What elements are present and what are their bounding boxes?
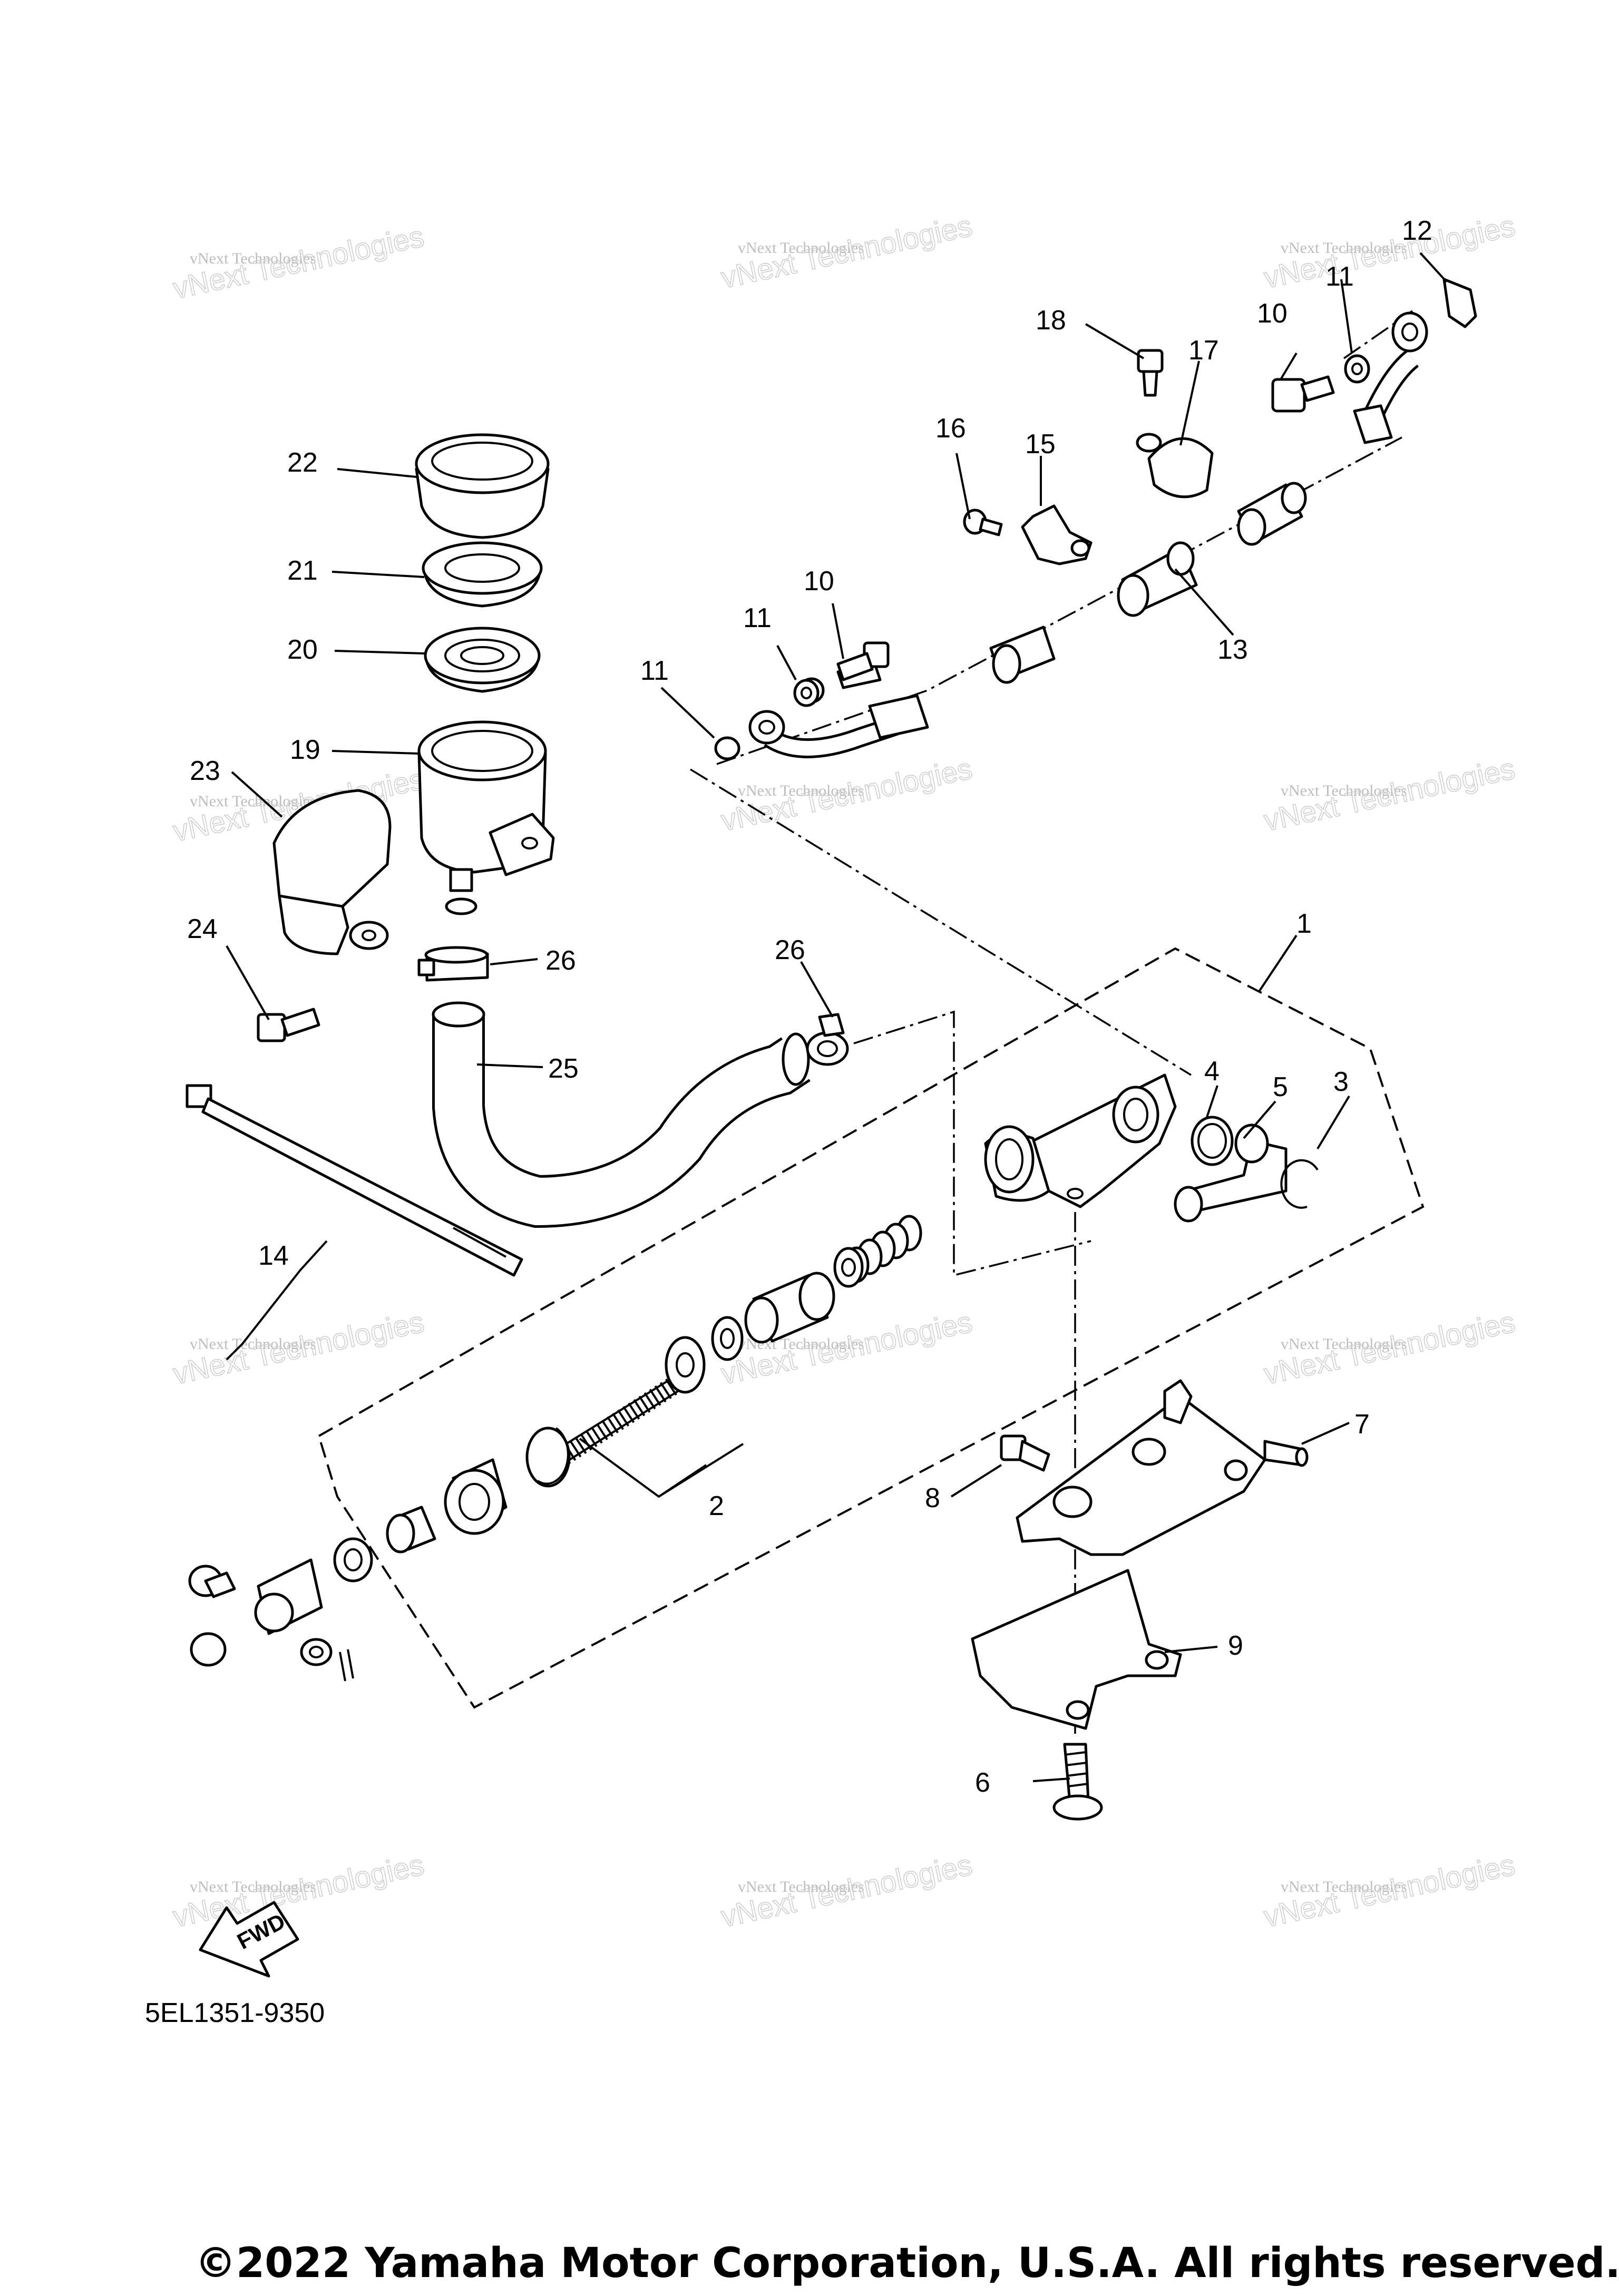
hose-holder: [1021, 504, 1093, 565]
hose-guide: [1442, 278, 1477, 328]
master-cylinder-body: [984, 1073, 1177, 1208]
diaphragm-holder: [422, 541, 543, 608]
svg-text:vNext Technologies: vNext Technologies: [738, 239, 864, 257]
callout-22: 22: [287, 447, 318, 478]
callout-15: 15: [1025, 429, 1056, 460]
circlip: [1280, 1159, 1319, 1209]
callout-26-lower: 26: [775, 935, 805, 965]
mounting-bolt: [1052, 1743, 1103, 1821]
o-ring: [1191, 1116, 1234, 1166]
hose-joint: [1174, 1123, 1288, 1223]
callout-16: 16: [935, 413, 966, 444]
brake-hose: [714, 482, 1307, 760]
hose-fitting-upper: [1353, 311, 1428, 444]
callout-11-middle: 11: [743, 603, 772, 633]
callout-4: 4: [1204, 1056, 1220, 1087]
screws: [963, 349, 1164, 536]
push-rod-clevis: [188, 1558, 354, 1682]
hose-clip-lower: [806, 1013, 849, 1066]
svg-text:vNext Technologies: vNext Technologies: [738, 782, 864, 799]
reservoir-tank: [417, 720, 555, 915]
callout-3: 3: [1333, 1067, 1349, 1097]
clamp: [1136, 433, 1214, 499]
union-bolt: [836, 375, 1335, 681]
reservoir-cap: [415, 433, 550, 539]
diaphragm: [424, 627, 541, 693]
bracket: [1016, 1379, 1309, 1556]
callout-18: 18: [1036, 305, 1066, 336]
callout-19: 19: [290, 735, 320, 765]
assembly-boundary: [317, 947, 1425, 1709]
callout-10-upper: 10: [1257, 298, 1288, 329]
bracket-bolt: [1000, 1434, 1050, 1472]
callout-8: 8: [925, 1483, 940, 1513]
callout-9: 9: [1228, 1630, 1243, 1661]
svg-text:vNext Technologies: vNext Technologies: [190, 1878, 316, 1896]
reservoir-cover: [272, 789, 392, 955]
diagram-code: 5EL1351-9350: [145, 1998, 325, 2028]
copyright-notice: ©2022 Yamaha Motor Corporation, U.S.A. A…: [195, 2240, 1619, 2287]
piston-kit: [333, 1215, 922, 1582]
callout-21: 21: [287, 555, 318, 586]
callout-1: 1: [1296, 908, 1312, 939]
heat-protector: [971, 1569, 1182, 1730]
callout-10-lower: 10: [804, 566, 834, 597]
callout-24: 24: [187, 914, 218, 944]
svg-text:vNext Technologies: vNext Technologies: [190, 250, 316, 267]
callouts: 1 2 3 4 5 6 7 8 9 10 10 11 11 11 12 13 1…: [187, 216, 1432, 1798]
callout-2: 2: [709, 1491, 724, 1521]
callout-12: 12: [1402, 216, 1432, 246]
callout-20: 20: [287, 634, 318, 665]
svg-text:vNext Technologies: vNext Technologies: [190, 793, 316, 810]
callout-11-upper: 11: [1325, 261, 1354, 292]
svg-text:vNext Technologies: vNext Technologies: [1281, 1335, 1407, 1353]
svg-text:vNext Technologies: vNext Technologies: [190, 1335, 316, 1353]
callout-11-lower: 11: [640, 656, 669, 686]
callout-6: 6: [975, 1767, 990, 1798]
gaskets: [793, 354, 1370, 707]
reservoir-hose: [432, 1001, 811, 1228]
svg-text:vNext Technologies: vNext Technologies: [1281, 1878, 1407, 1896]
cable-tie: [186, 1084, 523, 1277]
callout-13: 13: [1217, 634, 1248, 665]
callout-17: 17: [1188, 335, 1219, 366]
callout-7: 7: [1354, 1409, 1370, 1440]
callout-23: 23: [190, 756, 220, 786]
reservoir-bolt: [257, 1008, 320, 1042]
callout-5: 5: [1273, 1072, 1288, 1102]
svg-text:vNext Technologies: vNext Technologies: [1281, 782, 1407, 799]
svg-text:vNext Technologies: vNext Technologies: [1281, 239, 1407, 257]
hose-clip-upper: [417, 946, 489, 982]
svg-text:vNext Technologies: vNext Technologies: [738, 1878, 864, 1896]
callout-14: 14: [258, 1240, 289, 1271]
leaders: [226, 252, 1448, 1782]
callout-25: 25: [548, 1053, 579, 1084]
callout-26-upper: 26: [545, 945, 576, 976]
